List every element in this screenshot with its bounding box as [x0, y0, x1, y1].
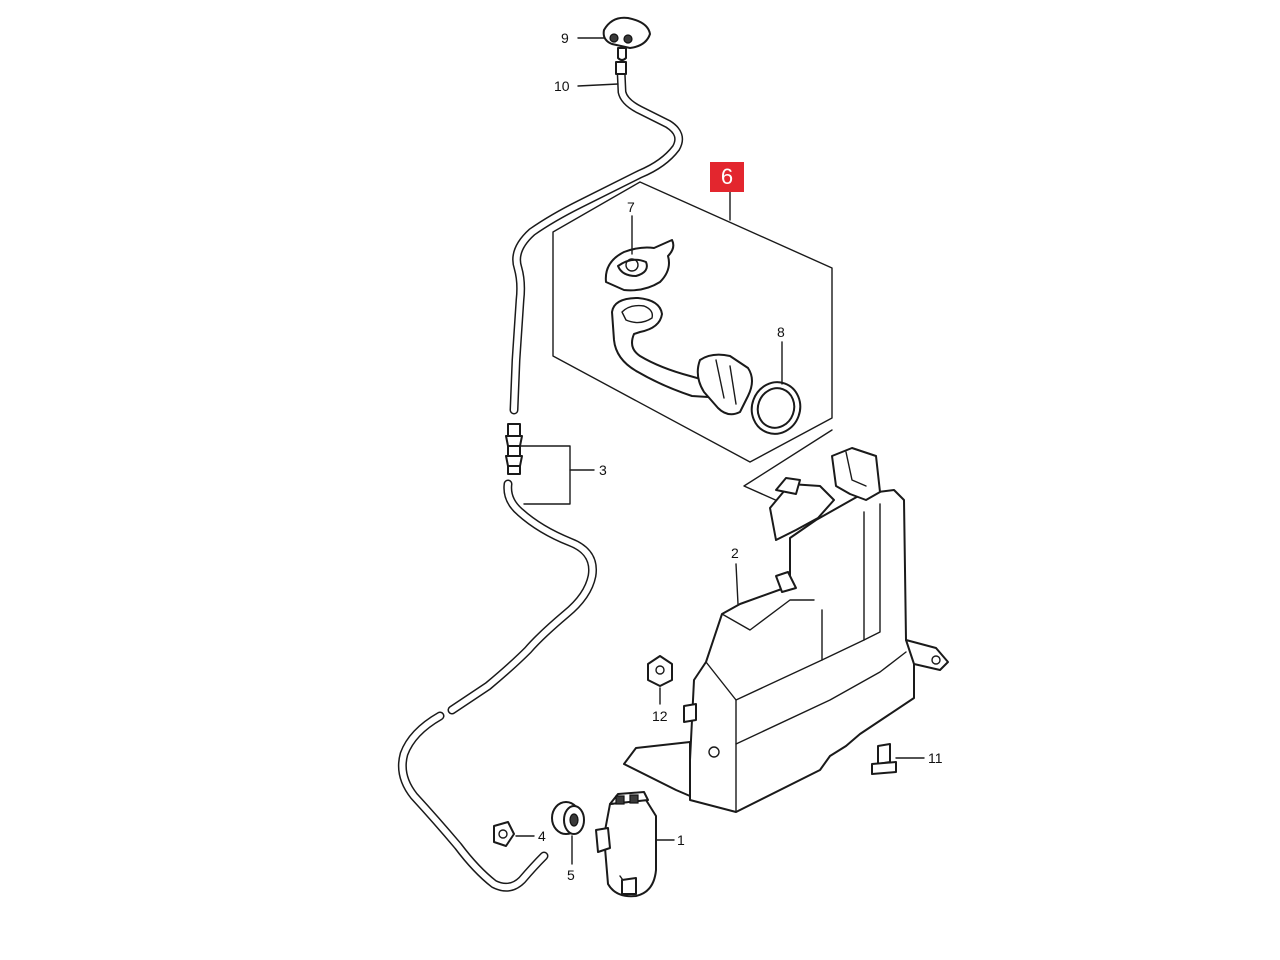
callout-6: 6 — [721, 164, 733, 189]
callout-9: 9 — [561, 30, 569, 46]
callout-6-badge — [710, 162, 744, 192]
filler-neck-tube[interactable] — [611, 297, 753, 416]
part-7-filler-cap[interactable] — [604, 239, 675, 292]
callout-11: 11 — [928, 750, 943, 766]
part-12-nut[interactable] — [647, 655, 673, 687]
part-1-washer-pump[interactable] — [595, 791, 657, 898]
part-2-washer-reservoir[interactable] — [623, 447, 949, 813]
part-3-hose-connector[interactable] — [505, 423, 523, 475]
part-4-hose-clip[interactable] — [493, 821, 515, 847]
part-10-upper-hose[interactable] — [509, 61, 684, 415]
callout-5: 5 — [567, 867, 575, 883]
callout-10: 10 — [554, 78, 570, 94]
part-8-o-ring[interactable] — [745, 375, 808, 440]
part-9-washer-nozzle[interactable] — [602, 16, 651, 61]
callout-3: 3 — [599, 462, 607, 478]
callout-4: 4 — [538, 828, 546, 844]
callout-1: 1 — [677, 832, 685, 848]
part-5-grommet[interactable] — [551, 801, 585, 835]
callout-7: 7 — [627, 199, 635, 215]
lower-hose[interactable] — [397, 479, 598, 892]
part-6-filler-neck-assembly-outline — [552, 181, 833, 503]
callout-8: 8 — [777, 324, 785, 340]
callout-12: 12 — [652, 708, 668, 724]
leader-lines — [515, 37, 925, 865]
part-11-bolt[interactable] — [871, 743, 897, 775]
callout-2: 2 — [731, 545, 739, 561]
callout-6-highlight[interactable]: 6 — [710, 162, 744, 192]
